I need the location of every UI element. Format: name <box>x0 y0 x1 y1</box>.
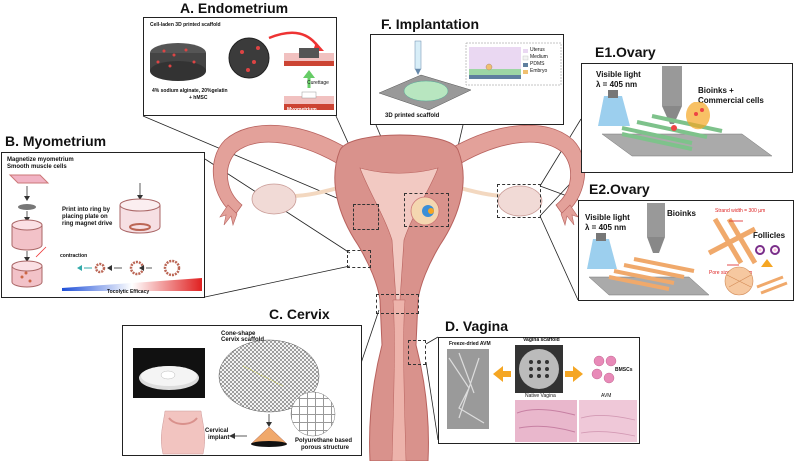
ovary2-light-line2: λ = 405 nm <box>585 223 627 232</box>
endometrium-scaffold-label: Cell-laden 3D printed scaffold <box>150 22 221 28</box>
cervical-canal <box>391 299 407 461</box>
myometrium-step2-line2: placing plate on <box>62 214 108 220</box>
ovary2-title: E2.Ovary <box>589 181 650 197</box>
cervix-region-box <box>376 294 419 314</box>
endometrium-curettage: Curettage <box>307 80 329 86</box>
vagina-scaffold-label: Vagina scaffold <box>523 337 560 343</box>
vagina-panel: Freeze-dried AVM Vagina scaffold BMSCs <box>438 337 640 444</box>
leader-myometrium-bottom <box>204 265 351 298</box>
ovary2-bioprinting-illustration <box>587 203 788 296</box>
endometrium-material-1: 4% sodium alginate, 20%gelatin <box>152 88 228 94</box>
leader-vagina-bottom <box>425 361 439 441</box>
myometrium-step2-line1: Print into ring by <box>62 207 110 213</box>
leader-ovary2-bottom <box>539 215 579 301</box>
legend-pdms: PDMS <box>530 61 545 67</box>
cervix-implant-line2: implant <box>208 435 230 441</box>
implantation-title: F. Implantation <box>381 16 479 32</box>
vagina-native: Native Vagina <box>525 393 556 399</box>
myometrium-title: B. Myometrium <box>5 133 107 149</box>
myometrium-contraction: contraction <box>60 253 88 259</box>
endometrium-material-2: + hMSC <box>189 95 208 101</box>
left-ovary <box>251 183 297 215</box>
myometrium-step1-line2: Smooth muscle cells <box>7 164 67 170</box>
vagina-avm: AVM <box>601 393 612 399</box>
right-fallopian-tube <box>447 124 586 216</box>
myometrium-region-box <box>347 250 371 268</box>
cervix-implant-line1: Cervical <box>205 428 229 434</box>
ovary1-bioinks-line2: Commercial cells <box>698 96 764 105</box>
ovary1-bioinks-line1: Bioinks + <box>698 86 734 95</box>
legend-embryo: Embryo <box>530 68 548 74</box>
implantation-panel: Uterus Medium PDMS Embryo 3D printed sca… <box>370 34 564 125</box>
myometrium-process-illustration <box>8 174 202 291</box>
endometrium-panel: Cell-laden 3D printed scaffold 4% sodium… <box>143 17 337 116</box>
ovary1-title: E1.Ovary <box>595 44 656 60</box>
cervix-structure-line2: porous structure <box>301 445 350 451</box>
cervix-panel: Cone-shape Cervix scaffold <box>122 325 362 456</box>
cervix-illustration <box>133 339 336 455</box>
cervix-structure-line1: Polyurethane based <box>295 438 353 444</box>
vagina-illustration <box>447 345 637 442</box>
ovary1-panel: Visible light λ = 405 nm Bioinks + Comme… <box>581 63 793 173</box>
tocolytic-gradient-bar <box>62 278 202 291</box>
implantation-illustration <box>378 40 562 111</box>
endometrium-region-box <box>353 204 379 230</box>
right-ovary <box>497 185 543 217</box>
cervix-scaffold-line1: Cone-shape <box>221 331 256 337</box>
ovary1-light-line2: λ = 405 nm <box>596 80 638 89</box>
implantation-caption: 3D printed scaffold <box>385 113 440 119</box>
ovary2-bioinks: Bioinks <box>667 209 696 218</box>
ovary1-light-line1: Visible light <box>596 70 641 79</box>
implantation-legend-swatches <box>522 49 529 74</box>
leader-ovary1-top <box>539 118 582 187</box>
ovary2-panel: Visible light λ = 405 nm Bioinks Strand … <box>578 200 794 301</box>
left-fallopian-tube <box>212 124 351 216</box>
ovary2-light-line1: Visible light <box>585 213 630 222</box>
myometrium-panel: Magnetize myometrium Smooth muscle cells <box>1 152 205 298</box>
endometrium-myometrium-label: Myometrium <box>287 107 317 113</box>
vagina-bmscs: BMSCs <box>615 367 633 373</box>
ovary2-follicles: Follicles <box>753 231 786 240</box>
myometrium-step2-line3: ring magnet drive <box>62 221 113 227</box>
vagina-freeze-dried: Freeze-dried AVM <box>449 341 491 347</box>
vagina-region-box <box>408 340 426 365</box>
ovary-region-box <box>497 184 541 218</box>
cervix-scaffold-line2: Cervix scaffold <box>221 337 265 343</box>
endometrium-title: A. Endometrium <box>180 0 289 16</box>
leader-vagina-top <box>425 336 439 345</box>
myometrium-tocolytic: Tocolytic Efficacy <box>107 289 150 295</box>
endometrium-scaffold-illustration <box>150 31 334 110</box>
vagina-title: D. Vagina <box>445 318 509 334</box>
ovary1-bioprinting-illustration <box>598 66 773 157</box>
ovary2-strand: Strand width = 300 µm <box>715 208 766 214</box>
myometrium-step1-line1: Magnetize myometrium <box>7 157 74 163</box>
cervix-title: C. Cervix <box>269 306 330 322</box>
legend-medium: Medium <box>530 54 548 60</box>
legend-uterus: Uterus <box>530 47 545 53</box>
implantation-region-box <box>404 193 449 227</box>
